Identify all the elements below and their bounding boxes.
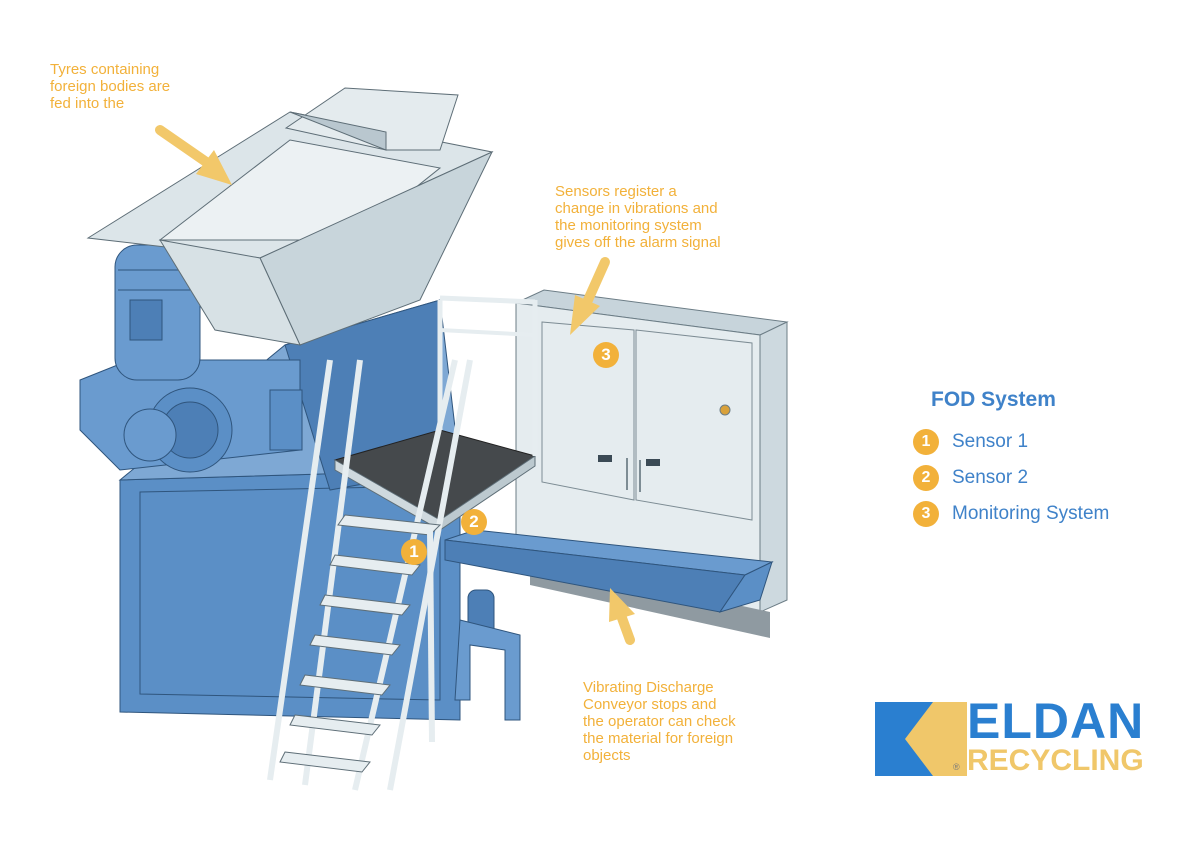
- feed-annotation: Tyres containing foreign bodies are fed …: [50, 61, 171, 112]
- conveyor: [444, 529, 774, 721]
- legend-label: Monitoring System: [952, 503, 1110, 524]
- legend-number: 2: [913, 465, 939, 491]
- legend-number: 3: [913, 501, 939, 527]
- marker-sensor-1: 1: [401, 539, 427, 565]
- annotation-arrows: [155, 125, 635, 645]
- legend: FOD System 1 Sensor 1 2 Sensor 2 3 Monit…: [913, 388, 1109, 532]
- legend-item-monitoring-system: 3 Monitoring System: [913, 496, 1109, 532]
- legend-title: FOD System: [931, 388, 1056, 411]
- logo-mark-icon: [875, 702, 967, 776]
- logo-text-top: ELDAN: [967, 693, 1145, 749]
- motor: [114, 244, 233, 473]
- legend-item-sensor-1: 1 Sensor 1: [913, 424, 1109, 460]
- legend-item-sensor-2: 2 Sensor 2: [913, 460, 1109, 496]
- legend-number: 1: [913, 429, 939, 455]
- platform: [333, 295, 538, 531]
- eldan-logo: ELDAN RECYCLING ®: [875, 696, 1155, 777]
- sensors-annotation: Sensors register a change in vibrations …: [555, 183, 721, 251]
- marker-monitoring-system: 3: [593, 342, 619, 368]
- legend-label: Sensor 1: [952, 431, 1029, 452]
- legend-label: Sensor 2: [952, 467, 1029, 488]
- logo-text-bottom: RECYCLING: [967, 744, 1144, 777]
- marker-sensor-2: 2: [461, 509, 487, 535]
- registered-mark: ®: [953, 762, 960, 772]
- hopper: [86, 87, 494, 346]
- conveyor-annotation: Vibrating Discharge Conveyor stops and t…: [583, 679, 736, 764]
- stairs: [267, 359, 473, 791]
